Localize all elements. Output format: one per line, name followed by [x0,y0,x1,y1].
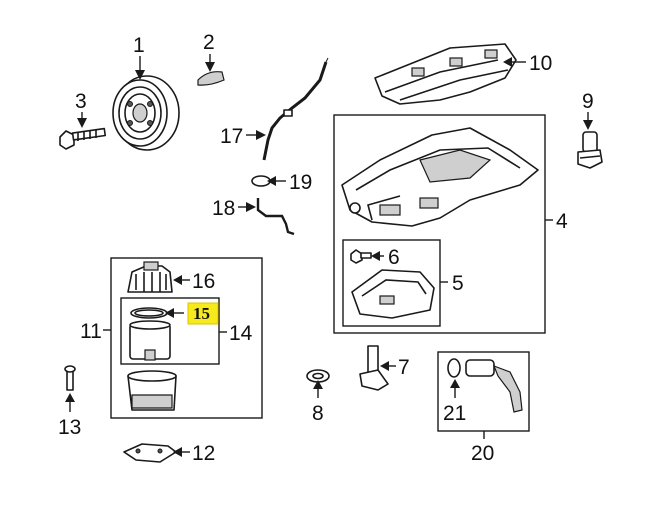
callout-6: 6 [388,246,400,269]
lower-pan-box [342,239,441,327]
pan-bolt-part [350,249,372,264]
callout-19: 19 [289,171,312,194]
callout-1: 1 [133,34,145,57]
key-part [197,71,225,86]
oil-filter-assembly-box [110,257,263,419]
callout-13: 13 [58,416,81,439]
callout-11: 11 [80,320,102,343]
bolt-part [59,127,107,150]
filter-element-part [129,320,171,361]
callout-8: 8 [312,402,324,425]
filter-cap-part [127,261,173,293]
callout-12: 12 [192,442,215,465]
callout-20: 20 [471,442,494,465]
dipstick-part [256,198,295,236]
oil-pump-pickup-part [359,345,389,391]
drain-plug-part [447,358,523,413]
gasket-part [123,443,177,463]
callout-7: 7 [398,356,410,379]
callout-5: 5 [452,272,464,295]
sensor-part [577,131,603,169]
filter-element-box [120,297,220,365]
lower-oil-pan-part [351,269,435,319]
highlight-marker [187,302,219,325]
callout-16: 16 [192,270,215,293]
oil-pan-upper-part [341,127,539,227]
callout-4: 4 [556,210,568,233]
callout-14: 14 [229,322,253,345]
callout-2: 2 [203,31,215,54]
stud-part [64,365,76,391]
filter-housing-part [127,370,177,411]
crankshaft-pulley-part [112,75,180,151]
callout-21: 21 [443,402,466,425]
callout-15-highlighted: 15 [193,304,210,323]
callout-10: 10 [529,52,552,75]
callout-18: 18 [212,197,235,220]
callout-9: 9 [582,90,594,113]
filter-gasket-part [130,307,168,319]
callout-3: 3 [75,90,87,113]
oil-pan-assembly-box [333,114,546,334]
dipstick-tube-part [262,57,329,161]
callout-17: 17 [220,125,243,148]
valve-cover-part [374,43,517,105]
